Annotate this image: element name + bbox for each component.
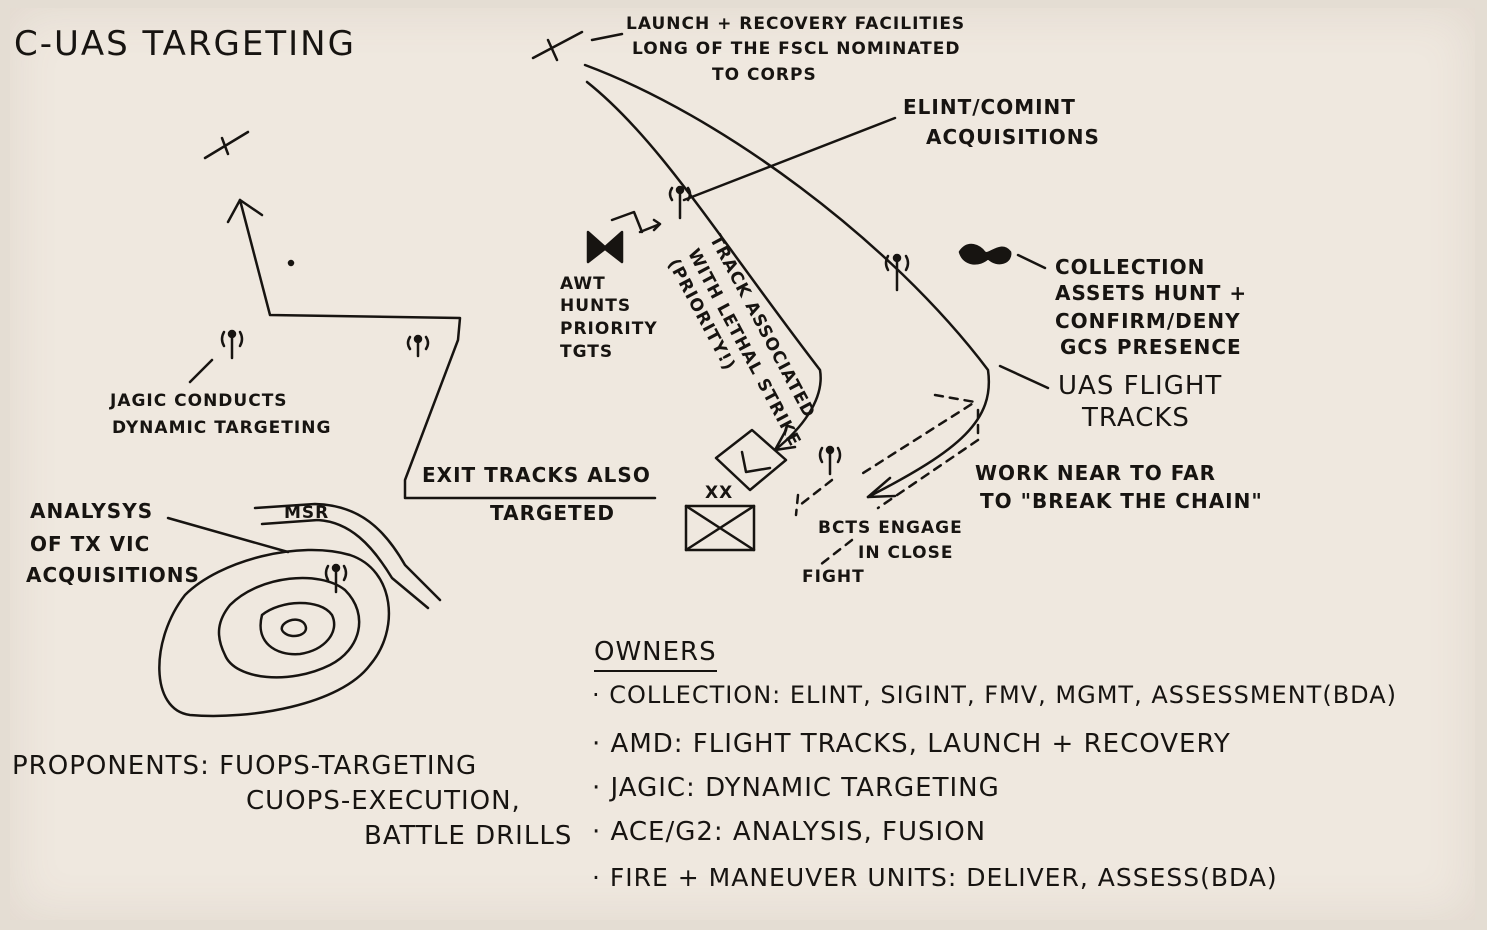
uas-flight-tracks-label-line2: TRACKS	[1082, 403, 1190, 433]
launch-site-icon	[203, 130, 250, 160]
owners-item-fire-maneuver: · FIRE + MANEUVER UNITS: DELIVER, ASSESS…	[592, 863, 1278, 892]
track-arrowhead	[866, 476, 897, 499]
track-arrowhead	[773, 428, 797, 452]
dashed-engagement-path	[798, 478, 834, 507]
dashed-engagement-path	[794, 493, 800, 517]
launch-recovery-label-line2: LONG OF THE FSCL NOMINATED	[632, 39, 961, 59]
leader-line	[998, 364, 1050, 390]
collection-assets-label-line2: ASSETS HUNT +	[1055, 281, 1248, 305]
msr-road	[260, 518, 430, 610]
collection-assets-label-line1: COLLECTION	[1055, 255, 1206, 279]
launch-recovery-label-line1: LAUNCH + RECOVERY FACILITIES	[626, 14, 966, 34]
uas-flight-track	[585, 80, 822, 452]
proponents-line1: PROPONENTS: FUOPS-TARGETING	[12, 751, 478, 781]
exit-tracks-label-line1: EXIT TRACKS ALSO	[422, 463, 651, 487]
analysis-label-line3: ACQUISITIONS	[26, 563, 200, 587]
analysis-label-line1: ANALYSYS	[30, 499, 154, 523]
collection-assets-label-line4: GCS PRESENCE	[1060, 335, 1242, 359]
collection-assets-label-line3: CONFIRM/DENY	[1055, 309, 1241, 333]
antenna-icon	[406, 334, 430, 358]
owners-item-collection: · COLLECTION: ELINT, SIGINT, FMV, MGMT, …	[592, 681, 1397, 709]
bcts-engage-label-line1: BCTs ENGAGE	[818, 518, 963, 538]
awt-label-line2: HUNTS	[560, 296, 632, 316]
work-near-far-label-line2: TO "BREAK THE CHAIN"	[980, 489, 1263, 513]
launch-site-icon	[531, 30, 584, 62]
work-near-far-label-line1: WORK NEAR TO FAR	[975, 461, 1217, 485]
proponents-line3: BATTLE DRILLS	[364, 821, 573, 851]
exit-tracks-label-line2: TARGETED	[490, 501, 615, 525]
awt-label-line1: AWT	[560, 274, 606, 294]
antenna-icon	[818, 445, 842, 476]
owners-item-ace-g2: · ACE/G2: ANALYSIS, FUSION	[592, 817, 987, 847]
division-echelon-label: XX	[705, 483, 734, 503]
aircraft-icon	[958, 243, 1012, 265]
antenna-icon	[220, 329, 244, 360]
awt-label-line4: TGTs	[560, 342, 614, 362]
launch-recovery-label-line3: TO CORPS	[712, 65, 817, 85]
proponents-line2: CUOPS-EXECUTION,	[246, 786, 521, 816]
dashed-engagement-path	[876, 408, 980, 510]
leader-line	[590, 32, 624, 42]
uas-flight-track	[583, 63, 991, 499]
elint-comint-label-line1: ELINT/COMINT	[903, 95, 1076, 119]
antenna-icon	[884, 253, 910, 292]
msr-road	[253, 502, 442, 602]
jagic-label-line1: JAGIC CONDUCTS	[110, 391, 288, 411]
antenna-icon	[668, 185, 692, 220]
division-unit-icon	[684, 504, 756, 552]
analysis-label-line2: OF TX VIC	[30, 532, 151, 556]
map-dot	[287, 259, 295, 267]
dashed-engagement-path	[818, 538, 854, 567]
owners-item-jagic: · JAGIC: DYNAMIC TARGETING	[592, 773, 1000, 803]
awt-label-line3: PRIORITY	[560, 319, 658, 339]
jagic-label-line2: DYNAMIC TARGETING	[112, 418, 332, 438]
msr-label: MSR	[284, 503, 330, 523]
terrain-contour-icon	[158, 548, 391, 718]
bcts-engage-label-line3: FIGHT	[802, 567, 865, 587]
target-box-icon	[714, 428, 788, 492]
track-arrowhead	[226, 198, 264, 224]
elint-comint-label-line2: ACQUISITIONS	[926, 125, 1100, 149]
uas-flight-tracks-label-line1: UAS FLIGHT	[1058, 371, 1223, 401]
diagram-title: C-UAS TARGETING	[14, 24, 356, 64]
dashed-engagement-path	[858, 393, 977, 477]
exit-track-route	[238, 198, 657, 500]
bcts-engage-label-line2: IN CLOSE	[858, 543, 954, 563]
leader-line	[188, 358, 214, 384]
leader-line	[166, 516, 290, 554]
owners-item-amd: · AMD: FLIGHT TRACKS, LAUNCH + RECOVERY	[592, 729, 1231, 759]
owners-heading: OWNERS	[594, 637, 717, 672]
antenna-icon	[324, 563, 348, 594]
leader-line	[682, 116, 897, 202]
helicopter-icon	[586, 210, 662, 264]
leader-line	[1016, 253, 1047, 270]
paper-sheet	[10, 8, 1475, 920]
